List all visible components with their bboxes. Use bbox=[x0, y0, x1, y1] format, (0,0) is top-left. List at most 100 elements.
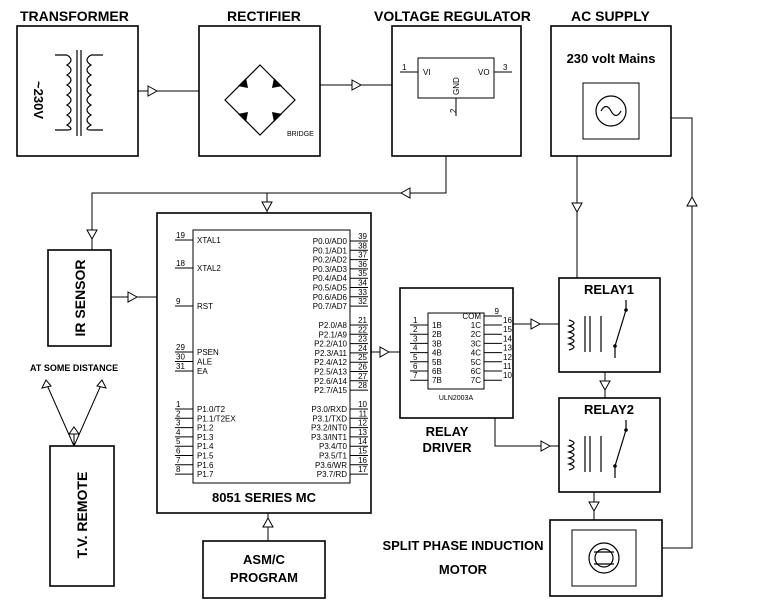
ac-supply-block: 230 volt Mains bbox=[550, 25, 672, 157]
mcu-pin-name: PSEN bbox=[197, 348, 219, 357]
mcu-pin-number: 11 bbox=[359, 409, 368, 418]
uln-pin-name: 6B bbox=[432, 367, 442, 376]
relay-coil-icon bbox=[566, 316, 602, 352]
arrow-icon bbox=[588, 501, 600, 513]
mcu-pin-name: P2.0/A8 bbox=[319, 321, 348, 330]
program-line2: PROGRAM bbox=[230, 570, 298, 585]
ir-sensor-label: IR SENSOR bbox=[72, 259, 88, 336]
uln-pin-number: 10 bbox=[503, 371, 512, 380]
uln-pin-number: 7 bbox=[413, 371, 418, 380]
regulator-vi: VI bbox=[423, 68, 431, 77]
mcu-pin-number: 35 bbox=[358, 269, 367, 278]
arrow-icon bbox=[530, 318, 542, 330]
mcu-block: 19XTAL118XTAL29RST29PSEN30ALE31EA1P1.0/T… bbox=[156, 212, 372, 514]
mcu-pin-name: P3.3/INT1 bbox=[311, 433, 348, 442]
mcu-pin-name: P0.5/AD5 bbox=[313, 284, 348, 293]
uln-pin-name: 3B bbox=[432, 339, 442, 348]
mcu-pin-number: 38 bbox=[358, 241, 367, 250]
mcu-pin-name: P3.1/TXD bbox=[312, 414, 347, 423]
uln-pin-name: COM bbox=[462, 312, 481, 321]
transformer-block: ~230V bbox=[16, 25, 139, 157]
transformer-voltage: ~230V bbox=[31, 81, 46, 119]
uln-pin-name: 1B bbox=[432, 321, 442, 330]
mcu-pin-name: P3.5/T1 bbox=[319, 452, 348, 461]
rectifier-title: RECTIFIER bbox=[227, 8, 301, 24]
uln-pin-number: 11 bbox=[503, 362, 512, 371]
mcu-pins: 19XTAL118XTAL29RST29PSEN30ALE31EA1P1.0/T… bbox=[175, 231, 368, 479]
uln-chip-label: ULN2003A bbox=[439, 395, 474, 402]
mcu-pin-number: 31 bbox=[176, 362, 185, 371]
uln-pin-name: 4B bbox=[432, 349, 442, 358]
relay2-block: RELAY2 bbox=[558, 397, 661, 493]
mcu-pin-name: P0.1/AD1 bbox=[313, 246, 348, 255]
rectifier-block: BRIDGE bbox=[198, 25, 321, 157]
mcu-pin-number: 25 bbox=[358, 353, 367, 362]
arrow-icon bbox=[262, 516, 274, 528]
uln-pin-number: 3 bbox=[413, 334, 418, 343]
mcu-pin-name: P0.3/AD3 bbox=[313, 265, 348, 274]
mcu-pin-name: P2.5/A13 bbox=[314, 368, 347, 377]
mcu-pin-number: 9 bbox=[176, 297, 181, 306]
uln-pin-number: 1 bbox=[413, 316, 418, 325]
motor-line2: MOTOR bbox=[439, 562, 488, 577]
mcu-title: 8051 SERIES MC bbox=[212, 490, 317, 505]
mcu-pin-name: P2.4/A12 bbox=[314, 358, 347, 367]
mcu-pin-number: 7 bbox=[176, 456, 181, 465]
uln-pin-number: 6 bbox=[413, 362, 418, 371]
tv-remote-block: T.V. REMOTE bbox=[49, 445, 115, 587]
arrow-icon bbox=[571, 202, 583, 214]
regulator-pin-gnd: 2 bbox=[449, 108, 458, 113]
regulator-pin-in: 1 bbox=[402, 63, 407, 72]
relay2-label: RELAY2 bbox=[584, 402, 634, 417]
mcu-pin-number: 18 bbox=[176, 259, 185, 268]
program-block: ASM/C PROGRAM bbox=[202, 540, 326, 599]
mcu-pin-name: EA bbox=[197, 367, 208, 376]
mcu-pin-name: P2.6/A14 bbox=[314, 377, 347, 386]
mcu-pin-name: P1.7 bbox=[197, 470, 214, 479]
mcu-pin-number: 13 bbox=[358, 428, 367, 437]
uln-pin-name: 7B bbox=[432, 376, 442, 385]
uln-pin-number: 5 bbox=[413, 353, 418, 362]
mcu-pin-name: P1.1/T2EX bbox=[197, 414, 236, 423]
uln-pin-number: 16 bbox=[503, 316, 512, 325]
ir-sensor-block: IR SENSOR bbox=[47, 249, 112, 347]
mcu-pin-number: 15 bbox=[358, 447, 367, 456]
mcu-pin-name: P2.1/A9 bbox=[319, 330, 348, 339]
mcu-pin-number: 39 bbox=[358, 232, 367, 241]
bridge-rectifier-icon bbox=[224, 64, 296, 136]
mcu-pin-number: 30 bbox=[176, 353, 185, 362]
relay1-block: RELAY1 bbox=[558, 277, 661, 373]
regulator-title: VOLTAGE REGULATOR bbox=[374, 8, 531, 24]
mcu-pin-name: P1.5 bbox=[197, 452, 214, 461]
mcu-pin-number: 37 bbox=[358, 251, 367, 260]
motor-line1: SPLIT PHASE INDUCTION bbox=[382, 538, 543, 553]
regulator-pin-out: 3 bbox=[503, 63, 508, 72]
arrow-icon bbox=[399, 187, 411, 199]
mcu-pin-number: 17 bbox=[358, 465, 367, 474]
arrow-icon bbox=[147, 85, 159, 97]
motor-icon bbox=[588, 542, 620, 574]
arrow-icon bbox=[599, 380, 611, 392]
mcu-pin-name: P0.2/AD2 bbox=[313, 256, 348, 265]
mcu-pin-name: P3.6/WR bbox=[315, 461, 347, 470]
arrow-icon bbox=[261, 201, 273, 213]
arrow-icon bbox=[540, 440, 552, 452]
mcu-pin-number: 6 bbox=[176, 447, 181, 456]
mcu-pin-number: 22 bbox=[358, 325, 367, 334]
mcu-pin-name: P1.6 bbox=[197, 461, 214, 470]
mcu-pin-number: 10 bbox=[358, 400, 367, 409]
ac-source-icon bbox=[595, 95, 627, 127]
mcu-pin-number: 26 bbox=[358, 363, 367, 372]
relay-driver-line2: DRIVER bbox=[422, 440, 472, 455]
uln-pin-name: 2C bbox=[471, 330, 481, 339]
bridge-label: BRIDGE bbox=[287, 131, 314, 138]
transformer-title: TRANSFORMER bbox=[20, 8, 129, 24]
ac-supply-label: 230 volt Mains bbox=[567, 51, 656, 66]
transformer-coil-icon bbox=[55, 50, 103, 136]
arrow-icon bbox=[86, 229, 98, 241]
mcu-pin-number: 16 bbox=[358, 456, 367, 465]
mcu-pin-name: XTAL2 bbox=[197, 264, 221, 273]
mcu-pin-name: P1.2 bbox=[197, 424, 214, 433]
